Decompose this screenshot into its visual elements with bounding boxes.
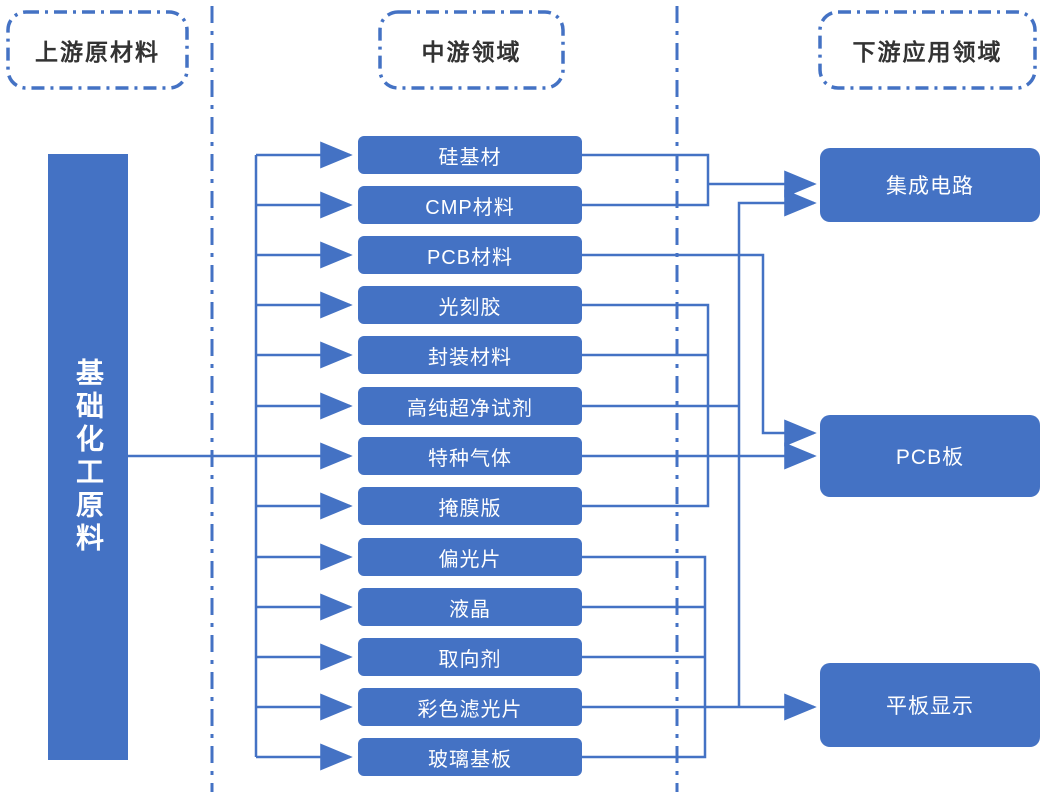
midstream-box-label: CMP材料 bbox=[425, 196, 515, 219]
downstream-box-pcb-board: PCB板 bbox=[820, 415, 1040, 497]
midstream-header-label: 中游领域 bbox=[421, 39, 522, 65]
downstream-box-flat-panel-display: 平板显示 bbox=[820, 663, 1040, 747]
downstream-box-label: PCB板 bbox=[895, 446, 965, 469]
midstream-box-cmp-materials: CMP材料 bbox=[358, 186, 582, 224]
upstream-header-label: 上游原材料 bbox=[35, 39, 160, 65]
midstream-box-label: 掩膜版 bbox=[438, 497, 502, 520]
upstream-header-border bbox=[6, 10, 189, 90]
midstream-box-label: 光刻胶 bbox=[438, 296, 502, 319]
midstream-box-label: 封装材料 bbox=[428, 346, 512, 369]
midstream-box-alignment-agent: 取向剂 bbox=[358, 638, 582, 676]
upstream-trunk bbox=[128, 141, 353, 771]
upstream-header: 上游原材料 bbox=[8, 12, 187, 88]
downstream-header-border bbox=[818, 10, 1037, 90]
midstream-box-polarizer: 偏光片 bbox=[358, 538, 582, 576]
midstream-box-label: PCB材料 bbox=[426, 246, 514, 269]
midstream-box-label: 特种气体 bbox=[428, 447, 512, 470]
upstream-box-basic-chemicals: 基础化工原料 bbox=[48, 154, 128, 760]
midstream-box-label: 液晶 bbox=[449, 598, 491, 621]
midstream-box-photoresist: 光刻胶 bbox=[358, 286, 582, 324]
midstream-box-silicon-substrate: 硅基材 bbox=[358, 136, 582, 174]
downstream-box-label: 集成电路 bbox=[886, 175, 974, 198]
midstream-box-label: 高纯超净试剂 bbox=[407, 397, 533, 420]
midstream-box-packaging-materials: 封装材料 bbox=[358, 336, 582, 374]
riser-into-ic bbox=[737, 189, 817, 707]
bracket-silicon-cmp bbox=[582, 153, 710, 207]
midstream-header-border bbox=[378, 10, 565, 90]
midstream-box-pcb-materials: PCB材料 bbox=[358, 236, 582, 274]
midstream-header: 中游领域 bbox=[380, 12, 563, 88]
midstream-box-label: 取向剂 bbox=[438, 648, 502, 671]
midstream-box-label: 玻璃基板 bbox=[428, 748, 512, 771]
route-pcbmat-to-pcb bbox=[582, 253, 817, 447]
midstream-box-glass-substrate: 玻璃基板 bbox=[358, 738, 582, 776]
midstream-box-photomask: 掩膜版 bbox=[358, 487, 582, 525]
downstream-box-integrated-circuit: 集成电路 bbox=[820, 148, 1040, 222]
midstream-box-high-purity-reagents: 高纯超净试剂 bbox=[358, 387, 582, 425]
midstream-box-color-filter: 彩色滤光片 bbox=[358, 688, 582, 726]
downstream-header-label: 下游应用领域 bbox=[852, 39, 1003, 65]
midstream-box-liquid-crystal: 液晶 bbox=[358, 588, 582, 626]
downstream-header: 下游应用领域 bbox=[820, 12, 1035, 88]
downstream-box-label: 平板显示 bbox=[886, 695, 974, 718]
midstream-box-label: 彩色滤光片 bbox=[417, 698, 523, 721]
midstream-box-label: 偏光片 bbox=[438, 548, 502, 571]
midstream-box-label: 硅基材 bbox=[438, 146, 502, 169]
upstream-box-label: 基础化工原料 bbox=[73, 358, 104, 556]
midstream-box-specialty-gases: 特种气体 bbox=[358, 437, 582, 475]
downstream-routing bbox=[582, 153, 817, 759]
